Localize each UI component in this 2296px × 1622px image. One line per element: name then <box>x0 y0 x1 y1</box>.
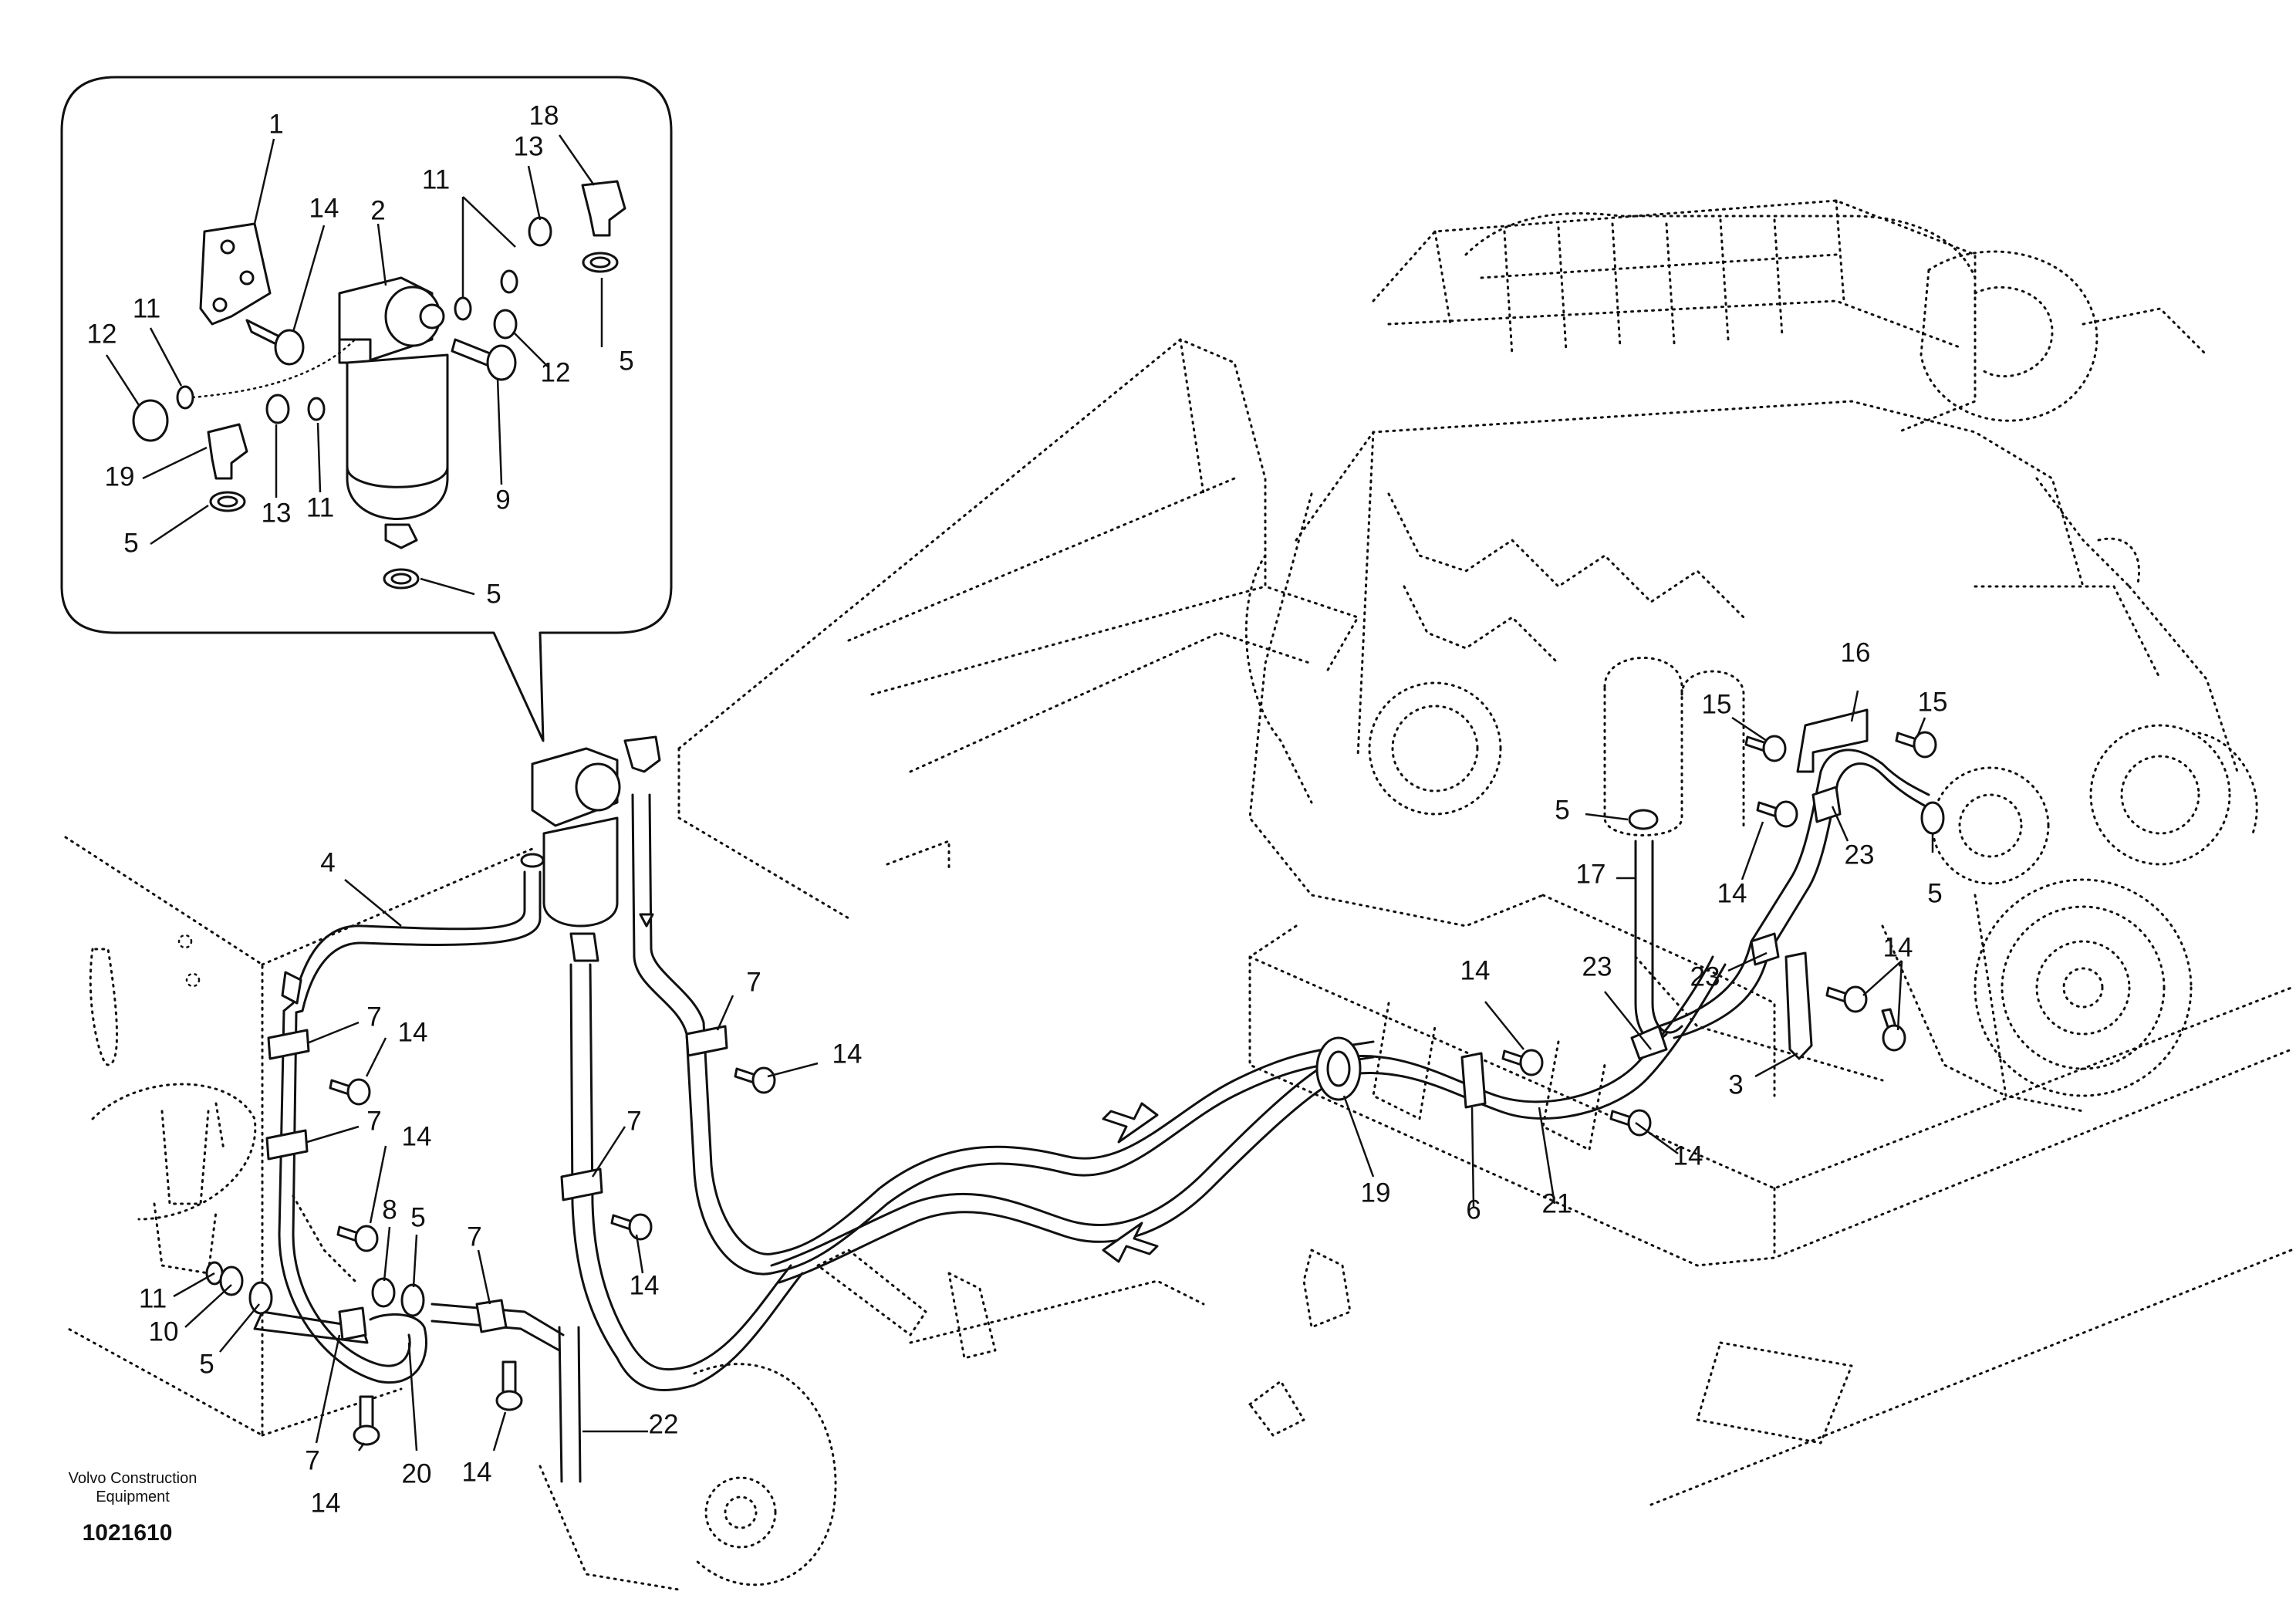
callout-9: 9 <box>495 485 510 515</box>
callout-5-right-b: 5 <box>1927 878 1942 908</box>
callout-12-inset-left: 12 <box>87 319 117 349</box>
bottom-left-fittings <box>205 1261 425 1317</box>
left-compartment-outline <box>64 836 1305 1591</box>
callout-15-left: 15 <box>1702 689 1732 719</box>
callout-15-right: 15 <box>1918 687 1948 717</box>
callout-17: 19 <box>1361 1178 1391 1208</box>
callout-4: 4 <box>320 847 335 877</box>
callout-5-right-a: 5 <box>1555 795 1569 825</box>
callout-14-mid-left: 14 <box>402 1121 432 1151</box>
callout-14-right-c: 14 <box>1717 878 1747 908</box>
inset-parts <box>132 180 626 590</box>
callout-14-inset: 14 <box>309 193 339 223</box>
callout-11-inset-bottom: 11 <box>306 492 334 522</box>
callout-14-right-d: 14 <box>1883 932 1913 962</box>
callout-14-return-hose: 14 <box>832 1039 863 1069</box>
callout-5-left-b: 5 <box>199 1349 214 1379</box>
frame-outline <box>677 338 2293 1506</box>
callout-23-lower: 23 <box>1582 951 1612 982</box>
callout-7-bottom-left: 7 <box>305 1445 319 1475</box>
callout-1: 1 <box>268 109 283 139</box>
callout-11-inset-top: 11 <box>422 164 450 194</box>
callout-labels: 1 2 14 11 13 18 5 12 9 12 11 19 13 11 5 … <box>87 100 1948 1518</box>
callout-13-inset-bottom: 13 <box>262 498 292 528</box>
callout-11-main: 11 <box>139 1283 167 1313</box>
detail-inset-frame <box>60 76 673 742</box>
callout-14-upper-left: 14 <box>398 1017 428 1047</box>
callout-7-hose22: 7 <box>626 1106 641 1136</box>
callout-18: 17 <box>1576 859 1606 889</box>
company-name-line1: Volvo Construction <box>69 1470 198 1487</box>
fuel-hoses <box>253 708 1945 1483</box>
callout-19-inset-top: 18 <box>529 100 559 130</box>
callout-7-return-hose: 7 <box>746 967 761 997</box>
callout-14-bottom-left: 14 <box>311 1488 341 1518</box>
company-name-line2: Equipment <box>96 1489 170 1505</box>
callout-10: 10 <box>149 1316 179 1347</box>
callout-16: 16 <box>1841 637 1871 667</box>
main-filter-assembly <box>520 735 661 962</box>
callout-2: 2 <box>370 195 385 225</box>
callout-7-upper-left: 7 <box>366 1002 381 1032</box>
drawing-footer: Volvo Construction Equipment 1021610 <box>69 1470 198 1546</box>
callout-14-right-b: 14 <box>1673 1140 1703 1171</box>
callout-14-bottom-center: 14 <box>462 1457 492 1487</box>
callout-7-bottom-center: 7 <box>467 1222 481 1252</box>
callout-7-mid-left: 7 <box>366 1106 381 1136</box>
callout-5-left-a: 5 <box>410 1202 425 1232</box>
callout-14-hose22: 14 <box>630 1270 660 1300</box>
callout-12-inset-right: 12 <box>541 357 571 387</box>
callout-20: 20 <box>402 1458 432 1489</box>
callout-14-right-a: 14 <box>1460 955 1491 985</box>
callout-3: 3 <box>1728 1070 1743 1100</box>
callout-23-mid: 23 <box>1690 961 1720 992</box>
callout-5-inset-bottom: 5 <box>486 579 501 609</box>
callout-8: 8 <box>382 1195 397 1225</box>
callout-6: 6 <box>1466 1195 1481 1225</box>
callout-5-inset-right: 5 <box>619 346 633 376</box>
callout-19-inset-left: 19 <box>105 461 135 492</box>
callout-23-upper: 23 <box>1845 840 1875 870</box>
callout-11-inset-left: 11 <box>133 293 160 323</box>
leader-lines <box>105 134 1934 1451</box>
callout-22: 22 <box>649 1409 679 1439</box>
bolts <box>329 731 1937 1446</box>
callout-13-inset-top: 13 <box>514 131 544 161</box>
engine-outline <box>1244 199 2258 1113</box>
callout-21: 21 <box>1542 1188 1572 1218</box>
flow-arrows <box>639 913 1159 1263</box>
drawing-number: 1021610 <box>83 1520 173 1546</box>
callout-5-inset-left: 5 <box>123 528 138 558</box>
